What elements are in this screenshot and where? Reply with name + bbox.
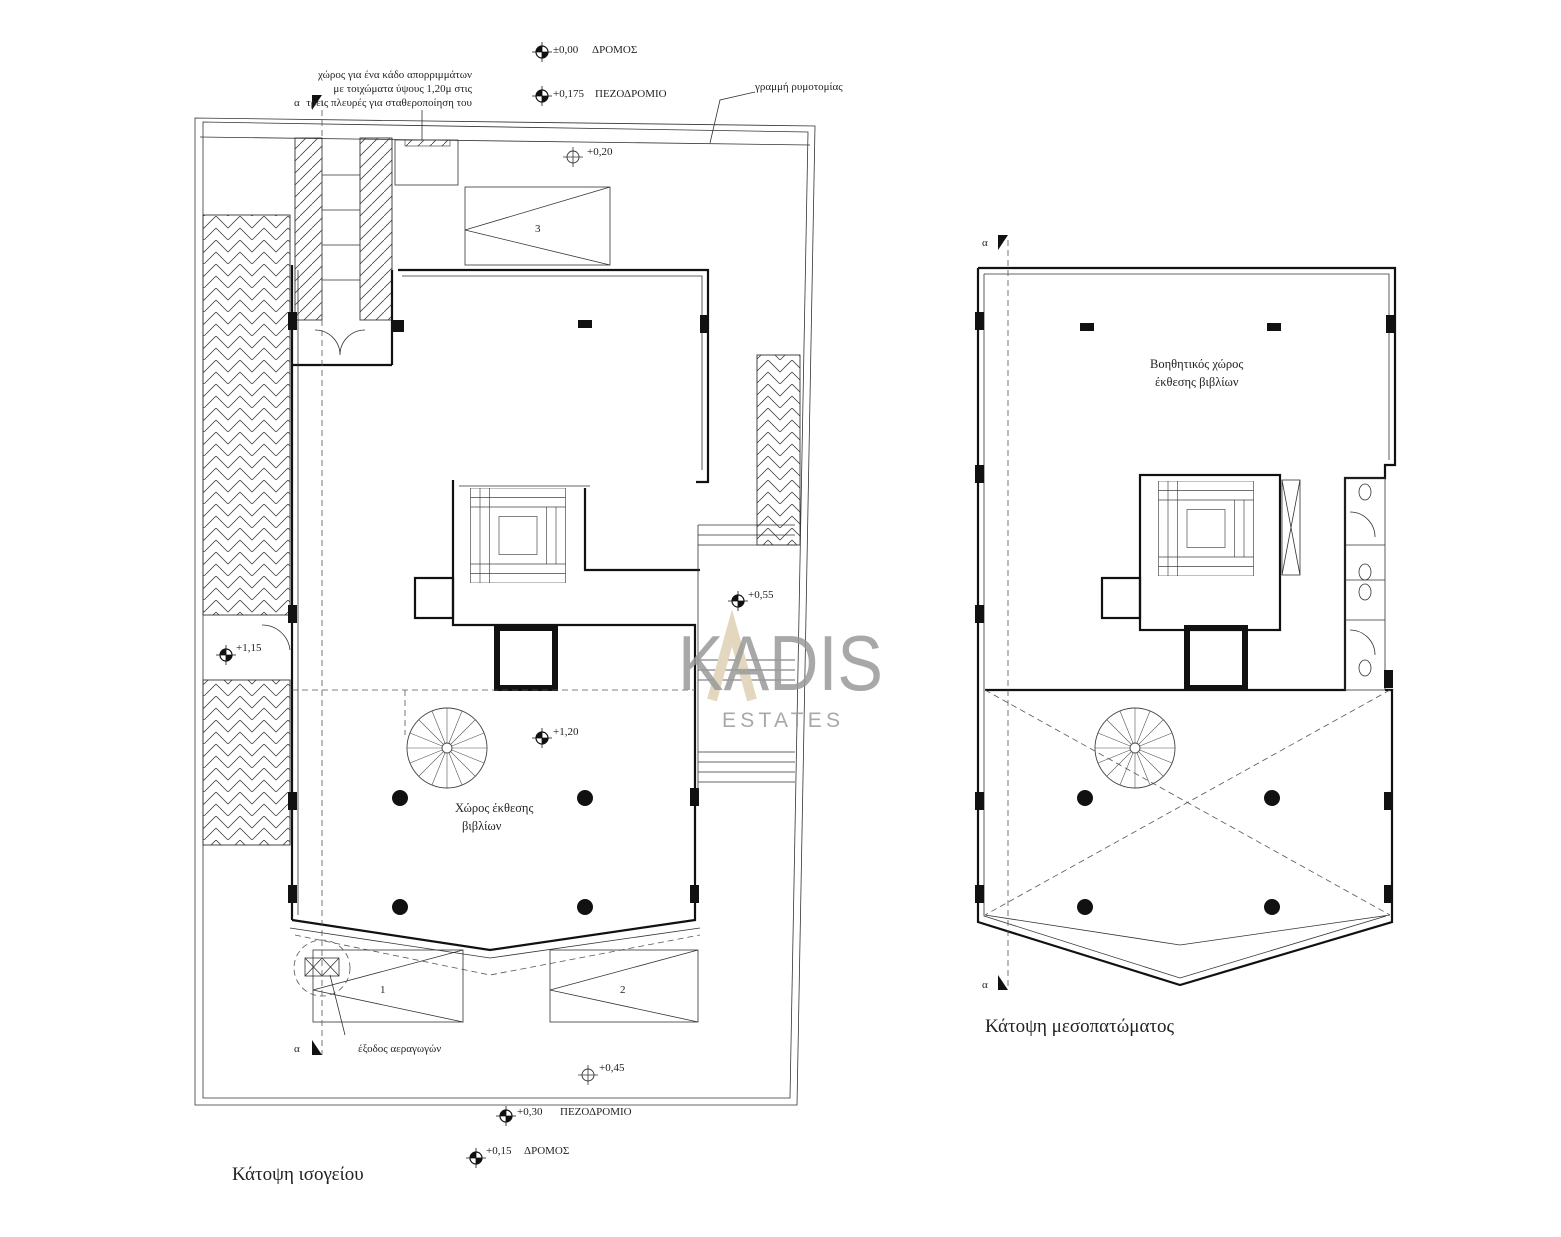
svg-text:+1,20: +1,20 (553, 726, 579, 738)
svg-text:KADIS: KADIS (678, 619, 883, 707)
elevator-shaft (1184, 625, 1248, 691)
room-label: έκθεσης βιβλίων (1155, 375, 1239, 389)
right-ramp-hatch (756, 354, 801, 546)
ground-floor-plan: 3 1 2 α α (194, 91, 816, 1106)
svg-text:+0,55: +0,55 (748, 589, 774, 601)
svg-text:+0,15: +0,15 (486, 1145, 512, 1157)
air-exhaust-label: έξοδος αεραγωγών (358, 1043, 441, 1055)
svg-text:+0,30: +0,30 (517, 1106, 543, 1118)
staircase (470, 488, 566, 583)
watermark-logo: KADIS ESTATES (678, 609, 883, 732)
bin-area-note: χώρος για ένα κάδο απορριμμάτων με τοιχώ… (306, 69, 472, 109)
plot-boundary (194, 117, 816, 1106)
section-marker-bottom: α (982, 979, 988, 991)
exterior-wall (290, 265, 710, 920)
building-line (199, 136, 811, 146)
svg-text:3: 3 (535, 223, 541, 235)
ramp-hatch (202, 214, 291, 616)
svg-text:τρεις πλευρές για σταθεροποίησ: τρεις πλευρές για σταθεροποίηση του (306, 97, 472, 109)
parking-space-3: 3 (464, 186, 611, 266)
section-marker-top: α (294, 97, 300, 109)
parking-space-1: 1 (312, 949, 464, 1023)
svg-text:με τοιχώματα ύψους 1,20μ στις: με τοιχώματα ύψους 1,20μ στις (333, 83, 472, 95)
svg-text:2: 2 (620, 984, 626, 996)
section-marker-bottom: α (294, 1043, 300, 1055)
svg-text:ΔΡΟΜΟΣ: ΔΡΟΜΟΣ (592, 44, 637, 56)
bin-area (394, 139, 459, 186)
svg-text:+0,45: +0,45 (599, 1062, 625, 1074)
svg-text:χώρος για ένα κάδο απορριμμάτω: χώρος για ένα κάδο απορριμμάτων (317, 69, 472, 81)
svg-text:±0,00: ±0,00 (553, 44, 579, 56)
svg-text:1: 1 (380, 984, 386, 996)
staircase (1158, 481, 1254, 576)
mezzanine-title: Κάτοψη μεσοπατώματος (985, 1016, 1175, 1037)
svg-text:+0,20: +0,20 (587, 146, 613, 158)
columns (392, 790, 593, 915)
spiral-staircase (406, 707, 488, 789)
mezzanine-plan: α α (975, 235, 1397, 991)
watermark-accent (707, 609, 757, 702)
svg-text:ΔΡΟΜΟΣ: ΔΡΟΜΟΣ (524, 1145, 569, 1157)
elevator-shaft (494, 625, 558, 691)
svg-text:ΠΕΖΟΔΡΟΜΙΟ: ΠΕΖΟΔΡΟΜΙΟ (595, 88, 667, 100)
parking-space-2: 2 (549, 949, 699, 1023)
columns (1077, 790, 1280, 915)
svg-text:+1,15: +1,15 (236, 642, 262, 654)
ramp-hatch (202, 679, 291, 846)
svg-text:+0,175: +0,175 (553, 88, 584, 100)
svg-text:ESTATES: ESTATES (722, 709, 840, 732)
ground-floor-title: Κάτοψη ισογείου (232, 1164, 364, 1185)
section-marker-top: α (982, 237, 988, 249)
svg-text:ΠΕΖΟΔΡΟΜΙΟ: ΠΕΖΟΔΡΟΜΙΟ (560, 1106, 632, 1118)
building-line-label: γραμμή ρυμοτομίας (754, 81, 843, 93)
room-label: βιβλίων (462, 819, 502, 833)
room-label: Βοηθητικός χώρος (1150, 357, 1243, 371)
spiral-staircase (1094, 707, 1176, 789)
room-label: Χώρος έκθεσης (455, 801, 533, 815)
